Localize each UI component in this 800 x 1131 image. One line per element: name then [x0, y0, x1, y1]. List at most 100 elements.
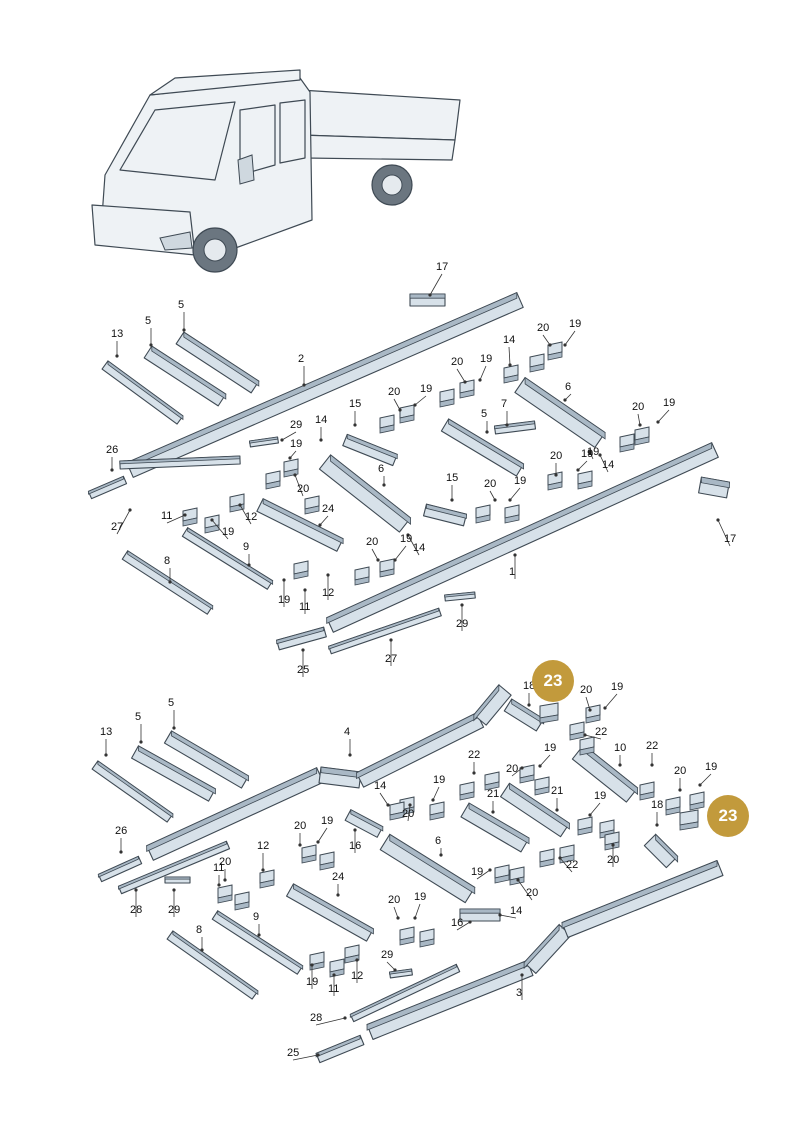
vehicle-outline-part	[299, 89, 461, 141]
leader-line	[211, 519, 229, 540]
leader-line	[517, 879, 533, 901]
part-number-label: 6	[565, 381, 572, 393]
leader-dot	[332, 973, 336, 977]
leader-dot	[439, 853, 443, 857]
leader-dot	[119, 850, 123, 854]
leader-dot	[396, 916, 400, 920]
parts-layer	[87, 292, 730, 1064]
leader-line	[456, 368, 466, 383]
mount-bracket-38-side	[309, 961, 325, 971]
part-number-label: 19	[480, 353, 493, 365]
part-number-label: 5	[168, 697, 175, 709]
part-number-label: 13	[111, 328, 124, 340]
highlight-badge[interactable]: 23	[707, 795, 749, 837]
highlight-badge[interactable]: 23	[532, 660, 574, 702]
mount-bracket-21-side	[265, 480, 281, 490]
end-piece-26-upper-side	[88, 475, 124, 495]
part-number-label: 16	[349, 840, 362, 852]
rail-9-lower-side	[217, 910, 304, 971]
highlighted-part-23b-side	[679, 821, 699, 831]
mount-bracket-20-side	[304, 505, 320, 515]
leader-dot	[316, 840, 320, 844]
mount-bracket-30-side	[577, 826, 593, 836]
part-number-label: 5	[145, 315, 152, 327]
mount-bracket-25-side	[534, 786, 550, 796]
headlight-icon	[159, 231, 193, 251]
leader-line	[564, 330, 576, 346]
leader-line	[489, 490, 496, 501]
part-number-label: 12	[257, 840, 270, 852]
leader-dot	[247, 563, 251, 567]
leader-dot	[472, 771, 476, 775]
rail-9-upper-side	[187, 527, 274, 585]
bracket-15-lower-side	[426, 503, 467, 519]
leader-dot	[583, 733, 587, 737]
leader-line	[599, 454, 609, 473]
part-number-label: 19	[705, 761, 718, 773]
mount-bracket-29-side	[319, 861, 335, 871]
part-number-label: 19	[222, 526, 235, 538]
part-number-label: 20	[506, 763, 519, 775]
part-number-label: 28	[310, 1012, 323, 1024]
cross-member-21a	[460, 802, 530, 853]
leader-line	[479, 365, 487, 381]
bracket-18-upper-side	[511, 698, 545, 725]
leader-dot	[223, 878, 227, 882]
part-number-label: 20	[526, 887, 539, 899]
leader-dot	[355, 958, 359, 962]
part-number-label: 14	[374, 780, 387, 792]
leader-dot	[183, 513, 187, 517]
leader-dot	[376, 558, 380, 562]
leader-dot	[353, 423, 357, 427]
part-number-label: 27	[111, 521, 124, 533]
part-number-label: 20	[297, 483, 310, 495]
part-number-label: 20	[632, 401, 645, 413]
leader-line	[699, 773, 712, 786]
leader-dot	[650, 763, 654, 767]
leader-line	[393, 906, 399, 919]
mount-bracket-8-side	[293, 570, 309, 580]
bracket-7-side	[494, 420, 535, 430]
leader-dot	[282, 578, 286, 582]
leader-line	[414, 903, 421, 919]
part-number-label: 9	[253, 911, 260, 923]
part-number-label: 11	[328, 983, 340, 995]
wheel-hub-icon	[381, 174, 403, 196]
leader-dot	[716, 518, 720, 522]
part-number-label: 20	[219, 856, 232, 868]
part-number-label: 7	[501, 398, 508, 410]
mount-bracket-50-side	[259, 879, 275, 889]
part-number-label: 20	[607, 854, 620, 866]
part-number-label: 19	[420, 383, 433, 395]
bracket-15-upper-side	[346, 433, 398, 460]
leader-dot	[348, 753, 352, 757]
part-number-label: 11	[213, 862, 225, 874]
leader-dot	[485, 430, 489, 434]
part-number-label: 17	[724, 533, 737, 545]
leader-dot	[310, 963, 314, 967]
leader-dot	[343, 1016, 347, 1020]
leader-line	[393, 398, 401, 411]
mount-bracket-24-side	[519, 774, 535, 784]
part-number-label: 19	[278, 594, 291, 606]
leader-line	[166, 514, 186, 524]
leader-dot	[326, 573, 330, 577]
leader-line	[589, 802, 601, 816]
part-number-label: 20	[366, 536, 379, 548]
part-number-label: 2	[298, 353, 305, 365]
part-number-label: 19	[581, 448, 594, 460]
mount-bracket-35-side	[234, 901, 250, 911]
leader-line	[379, 792, 389, 806]
part-number-label: 15	[349, 398, 362, 410]
highlighted-part-23a-side	[539, 714, 559, 724]
part-number-label: 11	[161, 510, 173, 522]
leader-dot	[576, 468, 580, 472]
part-number-label: 24	[322, 503, 335, 515]
leader-dot	[318, 523, 322, 527]
member-13-upper-side	[107, 360, 184, 421]
leader-dot	[172, 888, 176, 892]
leader-dot	[301, 648, 305, 652]
part-number-label: 19	[514, 475, 527, 487]
leader-dot	[168, 580, 172, 584]
leader-dot	[505, 423, 509, 427]
